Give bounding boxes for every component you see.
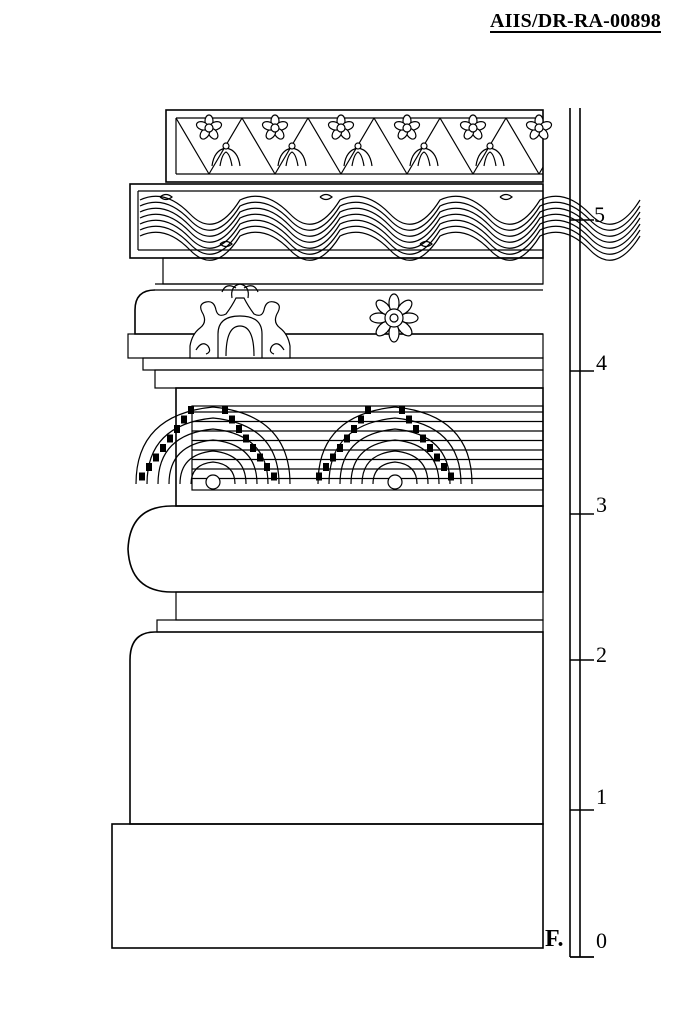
- scale-label-4: 4: [596, 350, 607, 375]
- wave-line: [139, 195, 641, 225]
- wave-line: [139, 201, 641, 231]
- figure-label: F.: [545, 926, 564, 952]
- step-block: [250, 444, 256, 452]
- step-block: [139, 472, 145, 481]
- step-block: [188, 406, 194, 414]
- scale-label-5: 5: [594, 202, 605, 227]
- scale-label-1: 1: [596, 784, 607, 809]
- flower-motif: [261, 114, 289, 140]
- lotus-rosette: [369, 293, 419, 343]
- leaf-motif: [277, 142, 307, 167]
- step-block: [337, 444, 343, 452]
- step-block: [323, 463, 329, 471]
- plinth-block: [111, 631, 544, 949]
- step-block: [257, 453, 263, 462]
- cornice-moulding: [127, 257, 544, 389]
- lozenge-line: [505, 117, 544, 175]
- step-block: [427, 444, 433, 452]
- fan-rib: [190, 461, 236, 485]
- fan-leaf-motif: [135, 406, 291, 490]
- fan-rib: [361, 450, 429, 485]
- step-block: [448, 472, 454, 481]
- step-block: [153, 453, 159, 462]
- step-block: [441, 463, 447, 471]
- step-block: [420, 434, 426, 443]
- flower-motif: [525, 114, 553, 140]
- step-block: [316, 472, 322, 481]
- fan-rib: [350, 439, 440, 485]
- wave-curl: [219, 240, 233, 248]
- step-block: [399, 406, 405, 414]
- wave-curl: [319, 193, 333, 201]
- leaf-motif: [211, 142, 241, 167]
- wave-line: [139, 231, 641, 261]
- scroll-ornament: [189, 283, 291, 359]
- fan-rib: [328, 417, 462, 485]
- wave-line: [139, 207, 641, 237]
- stepped-fan-panel: [135, 387, 544, 507]
- step-block: [229, 415, 235, 424]
- fan-rib: [317, 406, 473, 485]
- step-block: [344, 434, 350, 443]
- scale-bar: [569, 108, 594, 958]
- step-block: [406, 415, 412, 424]
- scale-label-0: 0: [596, 928, 607, 953]
- wave-line: [139, 213, 641, 243]
- step-block: [174, 425, 180, 433]
- fan-leaf-motif: [317, 406, 473, 490]
- document-id: AIIS/DR-RA-00898: [490, 10, 661, 32]
- scale-label-2: 2: [596, 642, 607, 667]
- step-block: [271, 472, 277, 481]
- step-block: [413, 425, 419, 433]
- step-block: [264, 463, 270, 471]
- fan-rib: [179, 450, 247, 485]
- step-block: [181, 415, 187, 424]
- fan-boss: [387, 474, 403, 490]
- step-block: [160, 444, 166, 452]
- fan-rib: [146, 417, 280, 485]
- flower-motif: [327, 114, 355, 140]
- wave-curl: [159, 193, 173, 201]
- step-block: [236, 425, 242, 433]
- step-block: [222, 406, 228, 414]
- leaf-motif: [409, 142, 439, 167]
- step-block: [167, 434, 173, 443]
- wave-curl: [499, 193, 513, 201]
- flower-motif: [393, 114, 421, 140]
- fan-rib: [339, 428, 451, 485]
- wave-scroll-band: [129, 183, 641, 261]
- step-block: [434, 453, 440, 462]
- leaf-motif: [475, 142, 505, 167]
- fan-rib: [168, 439, 258, 485]
- wave-curl: [419, 240, 433, 248]
- step-block: [358, 415, 364, 424]
- flower-motif: [195, 114, 223, 140]
- flower-motif: [459, 114, 487, 140]
- fan-boss: [205, 474, 221, 490]
- fan-rib: [135, 406, 291, 485]
- scale-label-3: 3: [596, 492, 607, 517]
- floral-frieze-band: [165, 109, 553, 183]
- step-block: [351, 425, 357, 433]
- fan-rib: [157, 428, 269, 485]
- fan-rib: [372, 461, 418, 485]
- step-block: [365, 406, 371, 414]
- leaf-motif: [343, 142, 373, 167]
- torus-moulding: [127, 505, 544, 633]
